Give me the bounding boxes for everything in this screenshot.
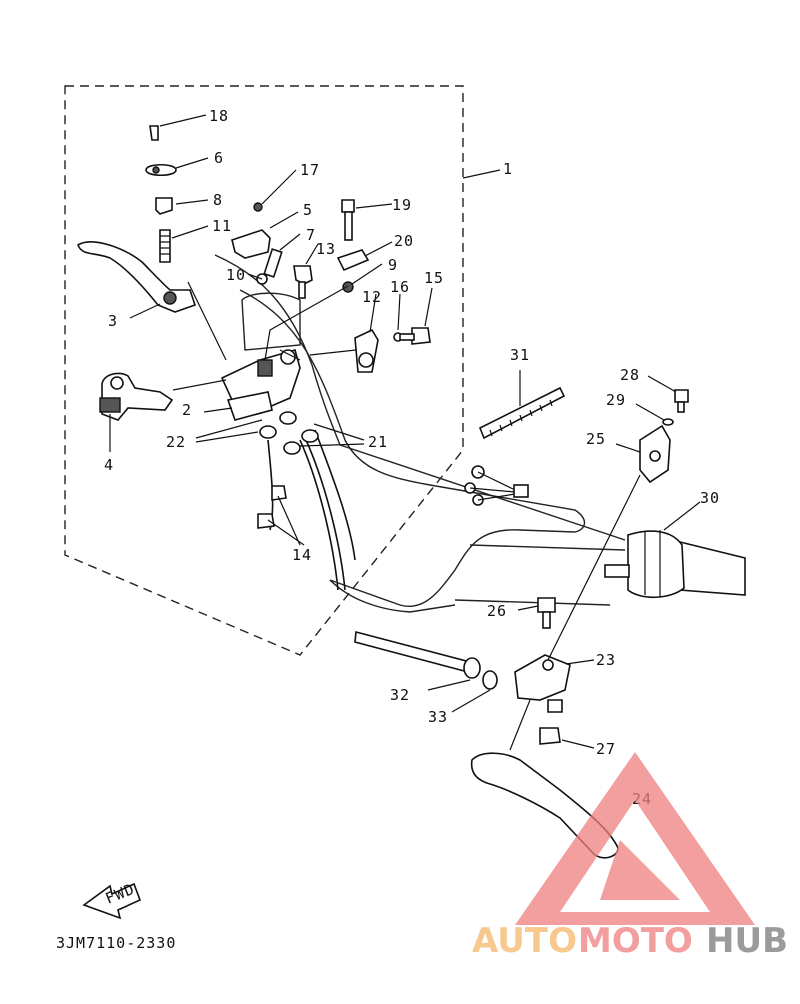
callout-4: 4 bbox=[104, 456, 114, 474]
watermark-word-moto: MOTO bbox=[578, 921, 693, 961]
switch-connector bbox=[464, 465, 529, 506]
hoses bbox=[267, 429, 356, 591]
watermark-word-hub: HUB bbox=[706, 921, 788, 961]
clamp-2 bbox=[226, 391, 273, 421]
callout-17: 17 bbox=[300, 161, 320, 179]
callout-9: 9 bbox=[388, 256, 398, 274]
switch-parts bbox=[231, 202, 283, 285]
cable-tie-31 bbox=[478, 386, 566, 440]
callout-10: 10 bbox=[226, 266, 246, 284]
callout-1: 1 bbox=[503, 160, 513, 178]
callout-6: 6 bbox=[214, 149, 224, 167]
callout-20: 20 bbox=[394, 232, 414, 250]
callout-29: 29 bbox=[606, 391, 626, 409]
leader-lines bbox=[109, 114, 701, 751]
pin-stack bbox=[145, 125, 177, 263]
callout-21: 21 bbox=[368, 433, 388, 451]
fwd-arrow-icon: FWD bbox=[82, 880, 142, 920]
callout-labels: 1 2 3 4 5 6 7 8 9 10 11 12 13 14 15 16 1… bbox=[104, 107, 720, 808]
callout-14: 14 bbox=[292, 546, 312, 564]
watermark-logo: AUTO MOTO HUB bbox=[472, 752, 788, 961]
callout-11: 11 bbox=[212, 217, 232, 235]
callout-2: 2 bbox=[182, 401, 192, 419]
callout-25: 25 bbox=[586, 430, 606, 448]
bracket-25 bbox=[639, 389, 689, 484]
fittings bbox=[257, 411, 319, 529]
callout-26: 26 bbox=[487, 602, 507, 620]
callout-12: 12 bbox=[362, 288, 382, 306]
callout-28: 28 bbox=[620, 366, 640, 384]
watermark-triangle-icon bbox=[515, 752, 755, 925]
callout-30: 30 bbox=[700, 489, 720, 507]
diagram-code: 3JM7110-2330 bbox=[56, 934, 176, 952]
watermark-word-auto: AUTO bbox=[472, 921, 577, 961]
callout-15: 15 bbox=[424, 269, 444, 287]
callout-31: 31 bbox=[510, 346, 530, 364]
bracket-4 bbox=[99, 372, 174, 421]
callout-32: 32 bbox=[390, 686, 410, 704]
callout-8: 8 bbox=[213, 191, 223, 209]
callout-18: 18 bbox=[209, 107, 229, 125]
callout-13: 13 bbox=[316, 240, 336, 258]
reservoir-outline bbox=[241, 292, 301, 351]
callout-5: 5 bbox=[303, 201, 313, 219]
clutch-assembly bbox=[354, 597, 571, 745]
callout-33: 33 bbox=[428, 708, 448, 726]
callout-27: 27 bbox=[596, 740, 616, 758]
callout-16: 16 bbox=[390, 278, 410, 296]
callout-19: 19 bbox=[392, 196, 412, 214]
assembly-boundary bbox=[64, 85, 464, 656]
callout-7: 7 bbox=[306, 226, 316, 244]
callout-23: 23 bbox=[596, 651, 616, 669]
switch-housing-30 bbox=[604, 530, 685, 599]
bolts-right bbox=[293, 199, 431, 373]
callout-3: 3 bbox=[108, 312, 118, 330]
callout-22: 22 bbox=[166, 433, 186, 451]
brake-lever-3 bbox=[77, 241, 197, 313]
